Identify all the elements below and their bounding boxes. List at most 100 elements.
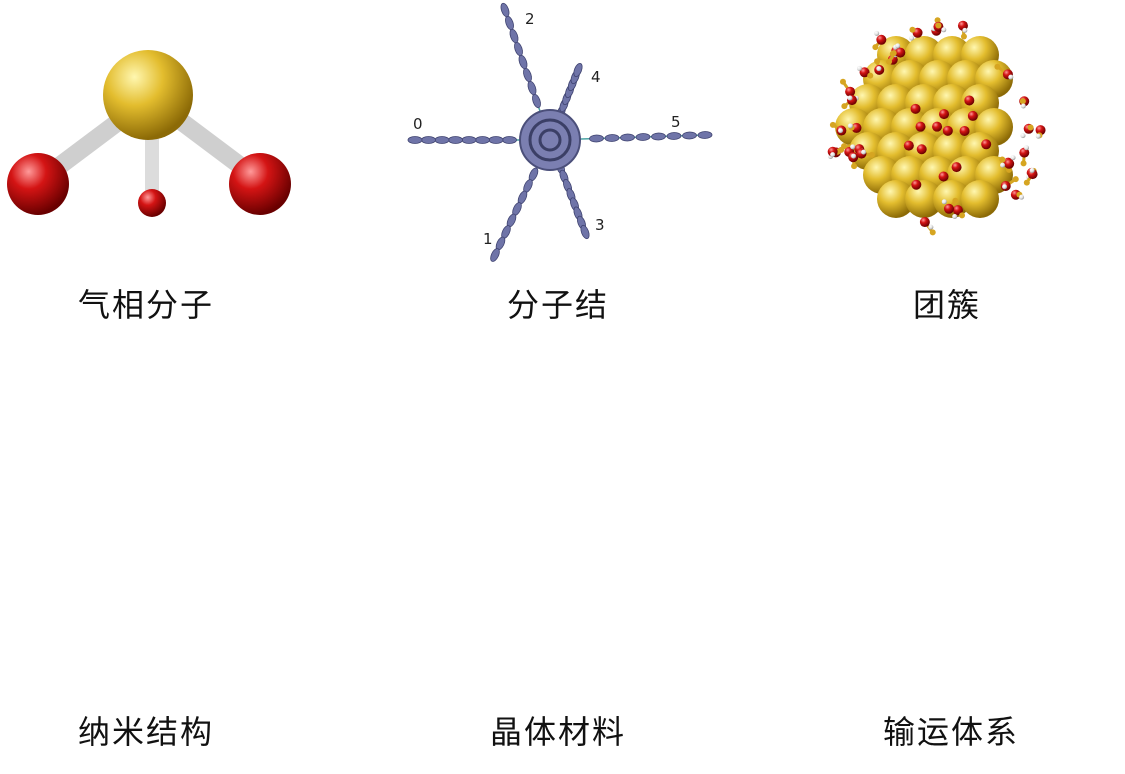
hydrogen-atom: [1008, 74, 1014, 80]
oxygen-atom: [851, 122, 862, 133]
sulfur-atom: [935, 22, 942, 29]
hydrogen-atom: [1010, 155, 1016, 161]
sulfur-atom: [872, 44, 879, 51]
hydrogen-atom: [1020, 103, 1026, 109]
hydrogen-atom: [1035, 133, 1041, 139]
sulfur-atom: [952, 197, 959, 204]
sulfur-atom: [890, 50, 897, 57]
hydrogen-atom: [1019, 194, 1025, 200]
sulfur-atom: [829, 121, 836, 128]
electrode-bead: [407, 136, 423, 144]
oxygen-atom: [1004, 158, 1015, 169]
sulfur-atom: [929, 229, 936, 236]
oxygen-atom: [951, 162, 962, 173]
sulfur-atom: [909, 26, 916, 33]
sulfur-atom: [841, 103, 848, 110]
nanotube-figure: [0, 0, 375, 300]
oxygen-atom: [903, 140, 914, 151]
hydrogen-atom: [909, 35, 915, 41]
electrode-label-2: 2: [525, 10, 535, 28]
sulfur-atom: [867, 72, 874, 79]
electrode-bead: [589, 134, 604, 143]
electrode-bead: [604, 134, 620, 142]
electrode-bead: [635, 133, 651, 141]
oxygen-atom: [943, 203, 954, 214]
oxygen-atom: [967, 110, 978, 121]
hydrogen-atom: [928, 224, 934, 230]
oxygen-atom: [911, 179, 922, 190]
oxygen-atom: [915, 121, 926, 132]
sulfur-atom: [1027, 124, 1034, 131]
hydrogen-atom: [874, 30, 880, 36]
oxygen-atom: [910, 103, 921, 114]
oxygen-atom: [1035, 125, 1046, 136]
oxygen-atom: [859, 67, 870, 78]
caption-gas-molecule: 气相分子: [78, 286, 215, 324]
gas-molecule-figure: [7, 50, 291, 217]
oxygen-atom: [942, 125, 953, 136]
sulfur-atom: [1023, 179, 1030, 186]
oxygen-atom: [895, 47, 906, 58]
oxygen-atom: [919, 217, 930, 228]
caption-crystal: 晶体材料: [490, 713, 627, 751]
hydrogen-atom: [962, 27, 968, 33]
gold-atom: [961, 180, 999, 218]
electrode-label-5: 5: [671, 113, 681, 131]
hydrogen-atom: [830, 152, 836, 158]
sulfur-atom: [960, 33, 967, 40]
hydrogen-atom: [856, 65, 862, 71]
oxygen-atom: [845, 86, 856, 97]
sulfur-atom: [994, 63, 1001, 70]
sulfur-atom: [1020, 160, 1027, 167]
caption-transport: 输运体系: [883, 713, 1020, 751]
sulfur-atom: [1012, 176, 1019, 183]
electrode-bead: [620, 133, 635, 142]
sulfur-atom: [839, 78, 846, 85]
hydrogen-atom: [895, 43, 901, 49]
oxygen-atom: [876, 34, 887, 45]
electrode-label-4: 4: [591, 68, 601, 86]
sulfur-atom: [868, 151, 875, 158]
electrode-bead: [573, 62, 583, 78]
panel-molecular-junction: 0 1 2 3 4 5 分子结: [375, 0, 750, 387]
electrode-bead: [666, 132, 682, 140]
hydrogen-atom: [1024, 145, 1030, 151]
panel-gas-molecule: 气相分子: [0, 0, 375, 387]
hydrogen-atom: [1020, 133, 1026, 139]
sulfur-atom: [886, 58, 893, 65]
panel-transport: 输运体系: [750, 387, 1125, 774]
gold-atom: [905, 180, 943, 218]
hydrogen-atom: [850, 144, 856, 150]
sulfur-atom: [874, 58, 881, 65]
oxygen-atom: [932, 121, 943, 132]
caption-nanostructure: 纳米结构: [78, 713, 215, 751]
hydrogen-atom: [952, 214, 958, 220]
electrode-bead: [580, 224, 590, 240]
sulfur-atom: [1019, 98, 1026, 105]
panel-crystal: 晶体材料: [375, 387, 750, 774]
hydrogen-atom: [1002, 184, 1008, 190]
oxygen-atom: [916, 144, 927, 155]
hydrogen-atom: [851, 153, 857, 159]
oxygen-atom: [959, 125, 970, 136]
electrode-bead: [490, 248, 500, 262]
oxygen-atom: [964, 95, 975, 106]
transport-figure: [750, 0, 1125, 300]
sulfur-atom: [959, 212, 966, 219]
gold-atom: [877, 180, 915, 218]
molecular-junction-figure: 0 1 2 3 4 5: [407, 2, 713, 262]
panel-nanostructure: 纳米结构: [0, 387, 375, 774]
electrode-label-0: 0: [413, 115, 423, 133]
hydrogen-atom: [861, 149, 867, 155]
oxygen-atom: [938, 171, 949, 182]
electrode-bead: [697, 131, 713, 139]
hydrogen-atom: [1029, 167, 1035, 173]
electrode-bead: [682, 131, 697, 140]
electrode-bead: [651, 132, 666, 141]
hydrogen-atom: [1000, 162, 1006, 168]
cluster-figure: [827, 17, 1046, 236]
hydrogen-atom: [838, 128, 844, 134]
electrode-label-3: 3: [595, 216, 605, 234]
sulfur-atom: [851, 163, 858, 170]
hydrogen-atom: [876, 66, 882, 72]
